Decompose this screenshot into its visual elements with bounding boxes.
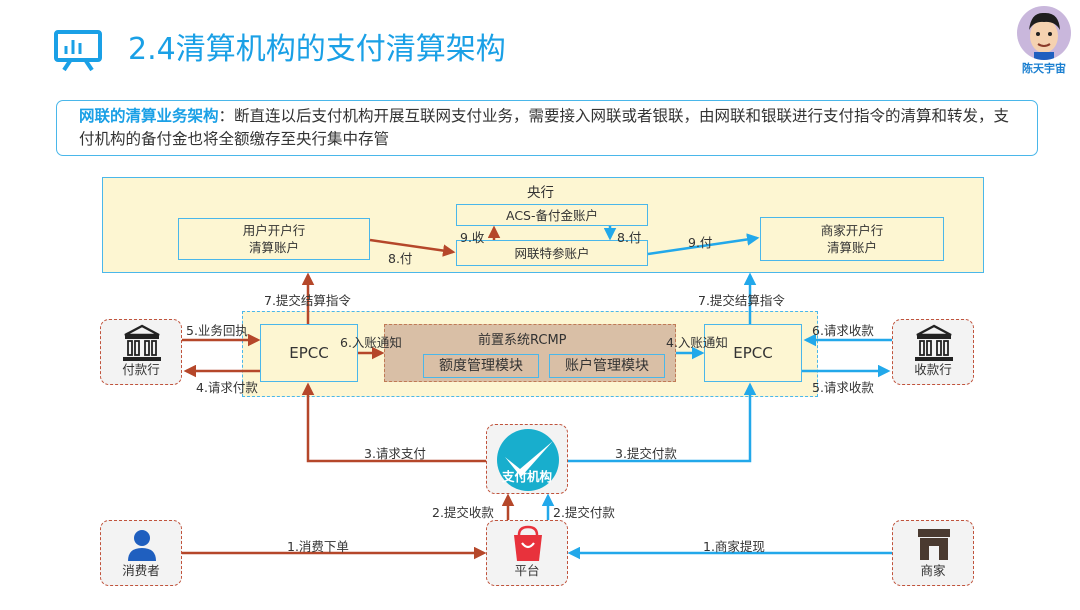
author-name: 陈天宇宙 xyxy=(1022,62,1066,75)
label-settle-right: 7.提交结算指令 xyxy=(698,293,785,308)
cartoon-face-icon xyxy=(1029,12,1060,60)
label-collect-to-acs: 9.收 xyxy=(460,230,485,245)
label-submit-pay: 2.提交付款 xyxy=(553,505,615,520)
merchant: 商家 xyxy=(892,520,974,586)
label-submit-payment: 3.提交付款 xyxy=(615,446,677,461)
payment-org: 支付机构 xyxy=(486,424,568,494)
arrow-request-pay xyxy=(301,382,486,463)
epcc-right: EPCC xyxy=(704,324,802,382)
label-request-collect-in: 6.请求收款 xyxy=(812,323,874,338)
platform-label: 平台 xyxy=(514,563,540,578)
arrow-pay-to-merchant xyxy=(647,233,760,256)
label-notify-left: 6.入账通知 xyxy=(340,335,402,350)
person-icon xyxy=(128,530,156,561)
merchant-label: 商家 xyxy=(920,563,946,578)
payment-org-logo-icon xyxy=(497,429,559,491)
label-request-payment: 4.请求付款 xyxy=(196,380,258,395)
bank-icon xyxy=(123,324,161,361)
slide-title: 2.4清算机构的支付清算架构 xyxy=(128,32,506,67)
label-withdraw: 1.商家提现 xyxy=(703,539,765,554)
label-acs-to-special: 8.付 xyxy=(617,230,642,245)
consumer: 消费者 xyxy=(100,520,182,586)
merchant-bank-line1: 商家开户行 xyxy=(820,223,884,238)
merchant-bank-clearing-account: 商家开户行 清算账户 xyxy=(760,217,944,261)
quota-management-module: 额度管理模块 xyxy=(423,354,539,378)
payer-bank: 付款行 xyxy=(100,319,182,385)
account-management-module: 账户管理模块 xyxy=(549,354,665,378)
payee-bank-label: 收款行 xyxy=(914,362,952,377)
label-business-reply: 5.业务回执 xyxy=(186,323,248,338)
shopping-bag-icon xyxy=(514,525,542,561)
merchant-bank-line2: 清算账户 xyxy=(826,240,877,255)
intro-highlight: 网联的清算业务架构 xyxy=(79,107,219,125)
label-settle-left: 7.提交结算指令 xyxy=(264,293,351,308)
bank-icon xyxy=(915,324,953,361)
storefront-icon xyxy=(918,529,950,560)
payee-bank: 收款行 xyxy=(892,319,974,385)
payment-org-label: 支付机构 xyxy=(501,469,552,484)
epcc-left: EPCC xyxy=(260,324,358,382)
label-pay-to-merchant: 9.付 xyxy=(688,235,713,250)
author-avatar xyxy=(1017,6,1071,60)
user-bank-line1: 用户开户行 xyxy=(242,223,306,238)
netsunion-special-account: 网联特参账户 xyxy=(456,240,648,266)
acs-reserve-account: ACS-备付金账户 xyxy=(456,204,648,226)
arrow-submit-payment xyxy=(568,382,757,463)
consumer-label: 消费者 xyxy=(122,563,160,578)
user-bank-clearing-account: 用户开户行 清算账户 xyxy=(178,218,370,260)
label-order: 1.消费下单 xyxy=(287,539,349,554)
user-bank-line2: 清算账户 xyxy=(248,240,299,255)
intro-box: 网联的清算业务架构：断直连以后支付机构开展互联网支付业务，需要接入网联或者银联，… xyxy=(56,100,1038,156)
label-request-collect-out: 5.请求收款 xyxy=(812,380,874,395)
label-submit-collect: 2.提交收款 xyxy=(432,505,494,520)
central-bank-label: 央行 xyxy=(527,185,554,201)
label-request-pay: 3.请求支付 xyxy=(364,446,426,461)
arrow-pay-to-special xyxy=(369,238,456,257)
presentation-board-icon xyxy=(54,30,102,72)
label-pay-to-special: 8.付 xyxy=(388,251,413,266)
label-notify-right: 4.入账通知 xyxy=(666,335,728,350)
rcmp-label: 前置系统RCMP xyxy=(478,333,567,348)
payer-bank-label: 付款行 xyxy=(122,362,160,377)
intro-text: ：断直连以后支付机构开展互联网支付业务，需要接入网联或者银联，由网联和银联进行支… xyxy=(79,107,1010,148)
